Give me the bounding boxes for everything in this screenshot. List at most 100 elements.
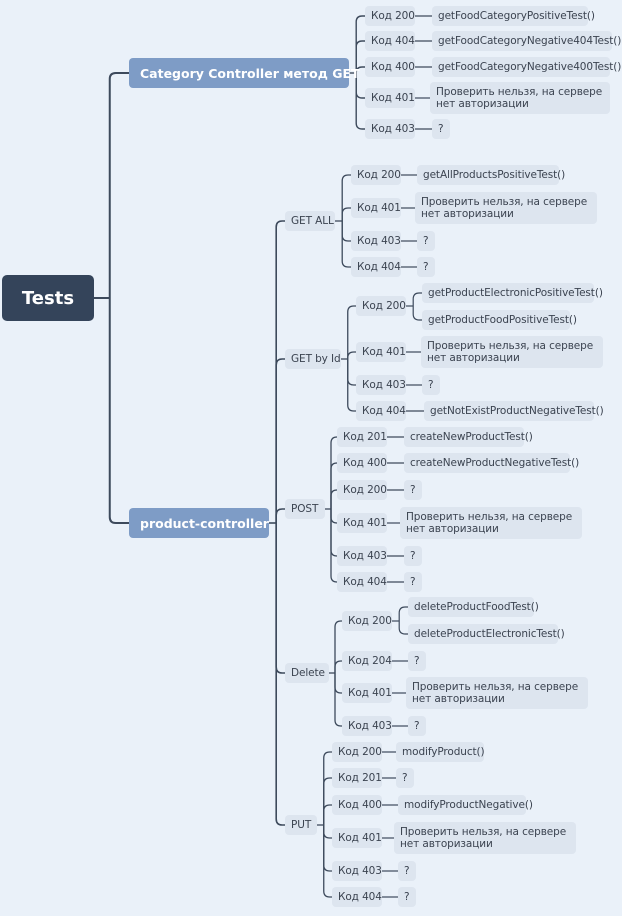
connector-line — [275, 220, 285, 523]
code-node[interactable]: Код 401 — [356, 342, 406, 362]
connector-line — [275, 523, 285, 826]
connector-line — [108, 298, 129, 524]
test-node[interactable]: createNewProductTest() — [404, 427, 533, 447]
code-node[interactable]: Код 403 — [342, 716, 392, 736]
connector-line — [341, 221, 351, 268]
test-node[interactable]: ? — [408, 716, 426, 736]
code-node[interactable]: Код 403 — [332, 861, 382, 881]
connector-line — [323, 751, 332, 825]
test-node[interactable]: ? — [408, 651, 426, 671]
method-node[interactable]: GET ALL — [285, 211, 335, 231]
code-node[interactable]: Код 404 — [337, 572, 387, 592]
code-node[interactable]: Код 403 — [356, 375, 406, 395]
test-node[interactable]: getFoodCategoryPositiveTest() — [432, 6, 595, 26]
test-node[interactable]: ? — [432, 119, 450, 139]
code-node[interactable]: Код 404 — [332, 887, 382, 907]
connector-line — [275, 523, 285, 674]
connector-line — [323, 777, 332, 825]
test-node[interactable]: Проверить нельзя, на сервере нет авториз… — [415, 192, 597, 224]
test-node[interactable]: ? — [404, 480, 422, 500]
code-node[interactable]: Код 201 — [337, 427, 387, 447]
connector-line — [412, 292, 422, 306]
test-node[interactable]: Проверить нельзя, на сервере нет авториз… — [430, 82, 610, 114]
test-node[interactable]: Проверить нельзя, на сервере нет авториз… — [406, 677, 588, 709]
test-node[interactable]: ? — [404, 572, 422, 592]
code-node[interactable]: Код 204 — [342, 651, 392, 671]
test-node[interactable]: createNewProductNegativeTest() — [404, 453, 579, 473]
test-node[interactable]: deleteProductFoodTest() — [408, 597, 539, 617]
connector-line — [108, 72, 129, 298]
connector-line — [323, 825, 332, 898]
code-node[interactable]: Код 403 — [351, 231, 401, 251]
test-node[interactable]: ? — [396, 768, 414, 788]
code-node[interactable]: Код 404 — [365, 31, 415, 51]
code-node[interactable]: Код 200 — [351, 165, 401, 185]
method-node[interactable]: GET by Id — [285, 349, 341, 369]
connector-line — [355, 66, 365, 74]
connector-line — [341, 174, 351, 221]
code-node[interactable]: Код 401 — [342, 683, 392, 703]
code-node[interactable]: Код 404 — [356, 401, 406, 421]
code-node[interactable]: Код 400 — [365, 57, 415, 77]
code-node[interactable]: Код 401 — [332, 828, 382, 848]
test-node[interactable]: ? — [417, 231, 435, 251]
test-node[interactable]: ? — [417, 257, 435, 277]
connector-line — [330, 489, 338, 509]
test-node[interactable]: deleteProductElectronicTest() — [408, 624, 565, 644]
test-node[interactable]: Проверить нельзя, на сервере нет авториз… — [394, 822, 576, 854]
connector-line — [341, 221, 351, 242]
test-node[interactable]: modifyProductNegative() — [398, 795, 533, 815]
test-node[interactable]: getNotExistProductNegativeTest() — [424, 401, 604, 421]
connector-line — [275, 358, 285, 523]
test-node[interactable]: getFoodCategoryNegative404Test() — [432, 31, 621, 51]
connector-line — [355, 73, 365, 130]
code-node[interactable]: Код 200 — [332, 742, 382, 762]
connector-line — [347, 351, 356, 359]
code-node[interactable]: Код 200 — [337, 480, 387, 500]
category-controller-node[interactable]: Category Controller метод GET — [129, 58, 360, 88]
connector-line — [334, 673, 342, 727]
method-node[interactable]: POST — [285, 499, 325, 519]
product-controller-node[interactable]: product-controller — [129, 508, 269, 538]
code-node[interactable]: Код 200 — [356, 296, 406, 316]
code-node[interactable]: Код 404 — [351, 257, 401, 277]
connector-line — [412, 306, 422, 321]
connector-line — [323, 825, 332, 839]
test-node[interactable]: getFoodCategoryNegative400Test() — [432, 57, 621, 77]
method-node[interactable]: PUT — [285, 815, 317, 835]
test-node[interactable]: getProductFoodPositiveTest() — [422, 310, 577, 330]
test-node[interactable]: modifyProduct() — [396, 742, 485, 762]
test-node[interactable]: ? — [398, 887, 416, 907]
test-node[interactable]: ? — [398, 861, 416, 881]
code-node[interactable]: Код 403 — [337, 546, 387, 566]
connector-line — [341, 207, 351, 221]
test-node[interactable]: getProductElectronicPositiveTest() — [422, 283, 603, 303]
test-node[interactable]: ? — [404, 546, 422, 566]
connector-line — [334, 673, 342, 694]
code-node[interactable]: Код 200 — [365, 6, 415, 26]
connector-line — [347, 359, 356, 412]
connector-line — [398, 621, 408, 635]
connector-line — [330, 462, 338, 509]
code-node[interactable]: Код 401 — [337, 513, 387, 533]
code-node[interactable]: Код 201 — [332, 768, 382, 788]
code-node[interactable]: Код 403 — [365, 119, 415, 139]
connector-line — [275, 508, 285, 523]
connector-line — [334, 620, 342, 673]
connector-line — [347, 305, 356, 359]
test-node[interactable]: Проверить нельзя, на сервере нет авториз… — [421, 336, 603, 368]
code-node[interactable]: Код 400 — [332, 795, 382, 815]
code-node[interactable]: Код 401 — [351, 198, 401, 218]
connector-line — [330, 509, 338, 583]
root-node[interactable]: Tests — [2, 275, 94, 321]
test-node[interactable]: ? — [422, 375, 440, 395]
test-node[interactable]: getAllProductsPositiveTest() — [417, 165, 565, 185]
method-node[interactable]: Delete — [285, 663, 329, 683]
code-node[interactable]: Код 400 — [337, 453, 387, 473]
test-node[interactable]: Проверить нельзя, на сервере нет авториз… — [400, 507, 582, 539]
connector-line — [323, 804, 332, 825]
connector-line — [355, 15, 365, 73]
code-node[interactable]: Код 401 — [365, 88, 415, 108]
code-node[interactable]: Код 200 — [342, 611, 392, 631]
